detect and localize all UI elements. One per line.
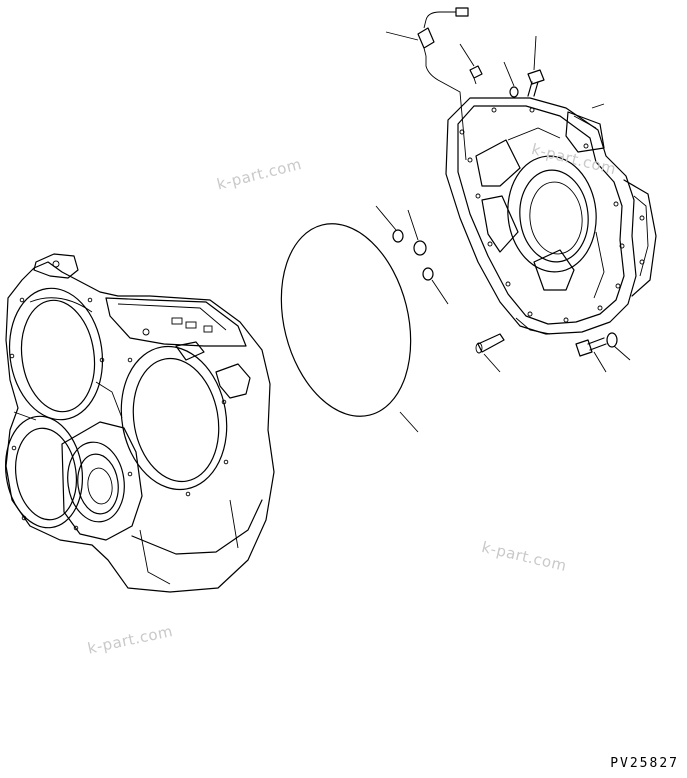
o-ring-small-3 <box>422 267 449 305</box>
washer-top <box>503 61 519 98</box>
transmission-case <box>4 253 275 593</box>
bolt-top <box>527 35 545 97</box>
gasket-ring <box>280 223 419 433</box>
o-ring-small-2 <box>407 209 427 256</box>
o-ring-small-1 <box>375 205 404 243</box>
plug <box>459 43 483 85</box>
dowel-pin <box>475 333 505 373</box>
flywheel-housing <box>445 97 657 335</box>
drawing-code: PV25827 <box>610 756 679 771</box>
bolt-bottom <box>575 337 607 373</box>
sensor-with-connector <box>385 7 469 161</box>
washer-bottom <box>606 332 631 361</box>
